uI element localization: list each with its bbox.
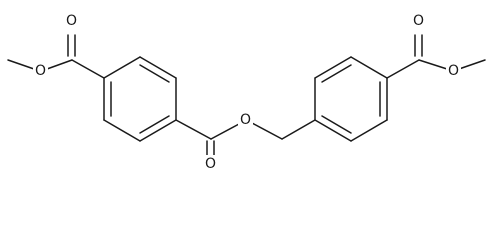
atom-o-ether-right: O xyxy=(446,62,461,80)
ring2-inner-1 xyxy=(321,64,352,83)
atom-label-o: O xyxy=(35,63,46,79)
bond-o-methyl-right xyxy=(458,59,486,70)
atom-o-carbonyl-left: O xyxy=(64,12,79,30)
ring1-bond-5 xyxy=(103,119,141,142)
atom-o-ether-left: O xyxy=(33,62,48,80)
bond-ring2-carbonylc-right xyxy=(386,59,420,79)
bond-carbonylc-o-mid xyxy=(210,123,240,140)
bond-o-carbonylc-left xyxy=(46,59,73,70)
ring1-inner-2 xyxy=(139,115,170,134)
bond-ch2-ring2 xyxy=(281,119,316,140)
ring2-inner-3 xyxy=(321,115,352,134)
bond-carbonylc-o-right xyxy=(418,59,448,70)
atom-label-o: O xyxy=(205,156,216,172)
atom-o-carbonyl-right: O xyxy=(411,12,426,30)
ring1-bond-1 xyxy=(103,56,141,79)
atom-label-o: O xyxy=(240,112,251,128)
atom-label-o: O xyxy=(413,13,424,29)
bond-ring1-carbonylc-mid xyxy=(175,119,212,140)
ring1-bond-4 xyxy=(139,119,177,142)
bond-methyl-o-left xyxy=(7,59,35,70)
atom-label-o: O xyxy=(448,63,459,79)
atom-o-ether-mid: O xyxy=(238,111,253,129)
atom-o-carbonyl-mid: O xyxy=(203,155,218,173)
bond-o-ch2 xyxy=(251,122,283,140)
ring2-bond-2 xyxy=(314,56,352,79)
ring2-bond-5 xyxy=(350,119,388,142)
ring2-bond-3 xyxy=(350,56,388,79)
ring2-bond-6 xyxy=(314,119,352,142)
chemical-structure: O O O O O O xyxy=(7,12,486,173)
ring1-inner-1 xyxy=(139,64,170,83)
bond-carbonylc-ring1 xyxy=(71,59,105,79)
atom-label-o: O xyxy=(66,13,77,29)
ring1-bond-2 xyxy=(139,56,177,79)
